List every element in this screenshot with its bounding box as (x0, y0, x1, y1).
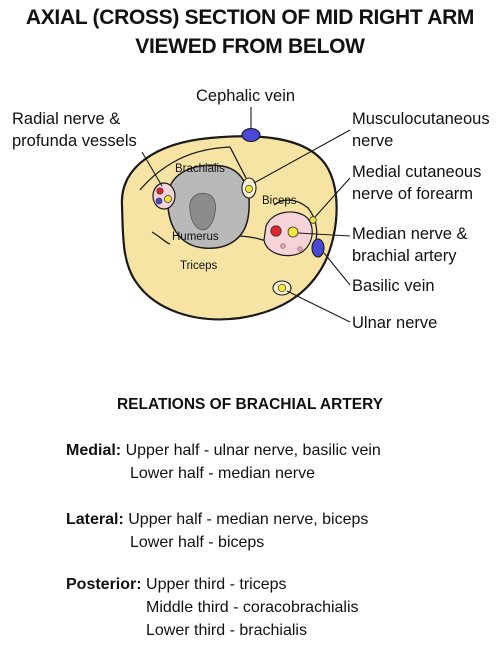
relation-lateral-text-1: Upper half - median nerve, biceps (128, 511, 369, 528)
median-nerve (287, 226, 299, 238)
label-radial-line-1: Radial nerve & (12, 110, 120, 128)
relation-lateral-label: Lateral: (66, 511, 124, 528)
median-brachial-bundle (263, 211, 313, 257)
radial-profunda-bundle (152, 182, 176, 210)
label-cephalic-vein: Cephalic vein (196, 87, 295, 105)
label-radial-line-2: profunda vessels (12, 132, 137, 150)
medial-cutaneous-nerve (309, 216, 317, 224)
relation-medial-text-1: Upper half - ulnar nerve, basilic vein (125, 442, 381, 459)
label-biceps: Biceps (262, 195, 297, 207)
relation-medial-line-1: Medial: Upper half - ulnar nerve, basili… (66, 442, 381, 460)
label-medial-cutaneous-line-1: Medial cutaneous (352, 163, 481, 181)
musculocutaneous-nerve-region (241, 177, 257, 199)
relation-posterior-label: Posterior: (66, 576, 142, 593)
label-musculocutaneous-line-1: Musculocutaneous (352, 110, 490, 128)
label-ulnar-nerve: Ulnar nerve (352, 314, 437, 332)
relation-posterior-text-1: Upper third - triceps (146, 576, 287, 593)
label-median-line-1: Median nerve & (352, 225, 468, 243)
relation-posterior-line-1: Posterior: Upper third - triceps (66, 576, 287, 594)
relation-posterior-text-3: Lower third - brachialis (146, 622, 307, 639)
relation-lateral-line-1: Lateral: Upper half - median nerve, bice… (66, 511, 368, 529)
ulnar-nerve-region (272, 280, 292, 296)
ulnar-nerve (277, 283, 287, 293)
label-brachialis: Brachialis (175, 163, 225, 175)
label-median-line-2: brachial artery (352, 247, 457, 265)
label-humerus: Humerus (172, 231, 219, 243)
label-medial-cutaneous-line-2: nerve of forearm (352, 185, 473, 203)
relation-lateral-text-2: Lower half - biceps (130, 534, 265, 551)
cephalic-vein (241, 127, 261, 143)
leader-lines (141, 107, 351, 323)
relations-heading: RELATIONS OF BRACHIAL ARTERY (116, 396, 384, 413)
basilic-vein (311, 238, 325, 258)
brachial-artery (270, 225, 282, 237)
relation-medial-label: Medial: (66, 442, 122, 459)
label-musculocutaneous-line-2: nerve (352, 132, 393, 150)
relation-medial-text-2: Lower half - median nerve (130, 465, 315, 482)
title-line-2: VIEWED FROM BELOW (135, 35, 365, 58)
title-line-1: AXIAL (CROSS) SECTION OF MID RIGHT ARM (25, 6, 475, 29)
humerus-marrow (189, 192, 216, 231)
label-basilic-vein: Basilic vein (352, 277, 435, 295)
relation-posterior-text-2: Middle third - coracobrachialis (146, 599, 359, 616)
label-triceps: Triceps (180, 260, 218, 272)
